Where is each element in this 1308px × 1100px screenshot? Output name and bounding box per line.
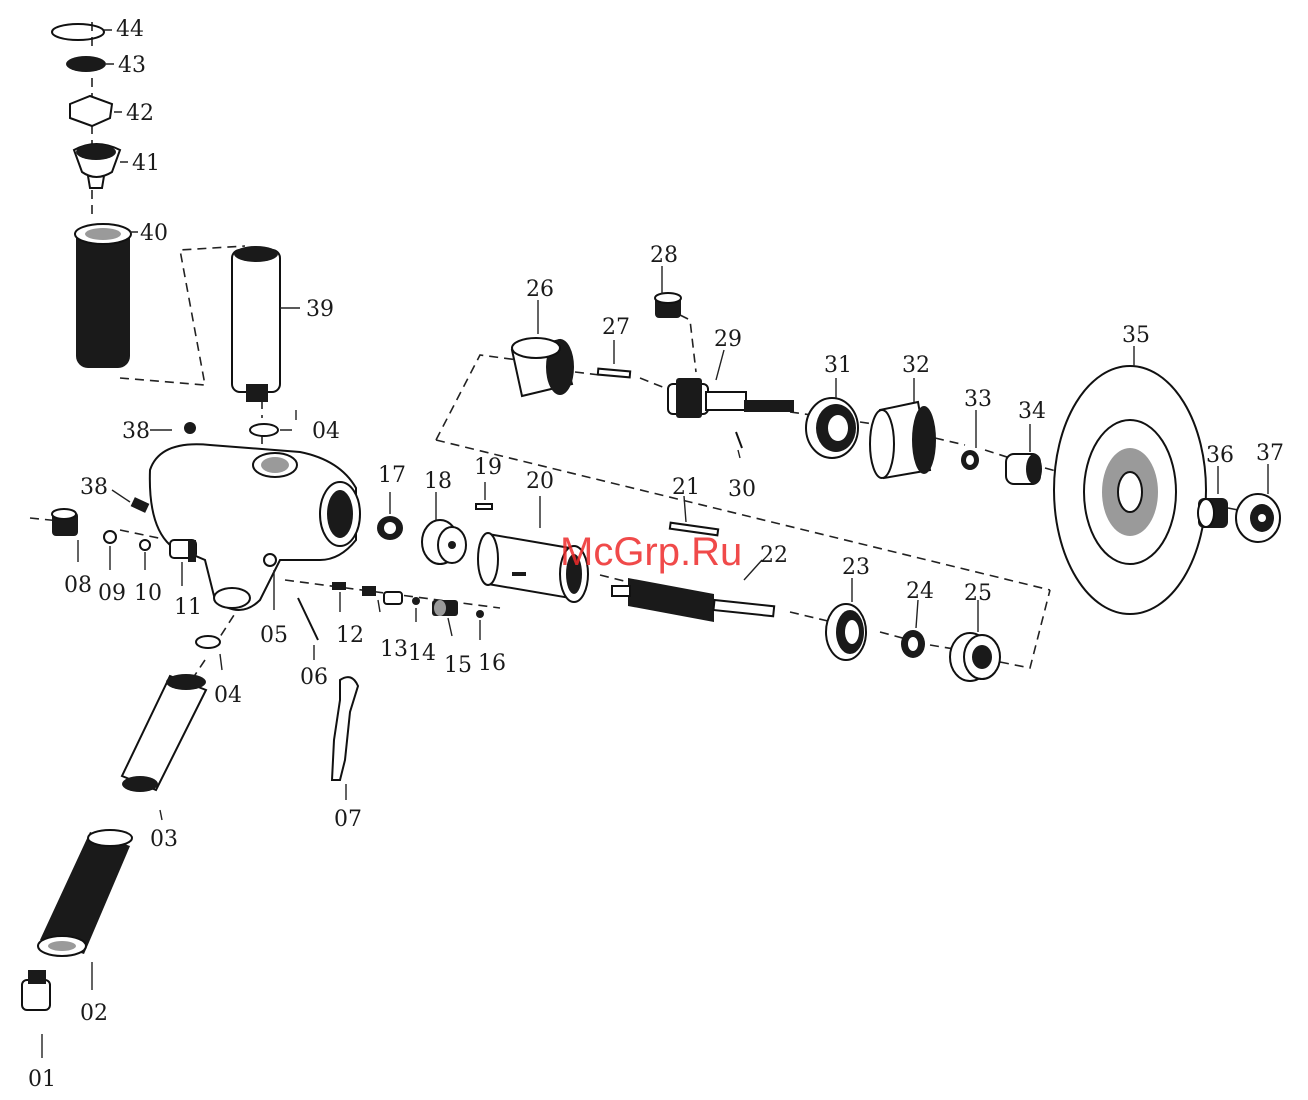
label-34: 34 (1018, 399, 1046, 424)
part-17-bearing (377, 516, 403, 540)
part-11-valve (170, 540, 196, 562)
part-07-lever (332, 677, 358, 780)
label-27: 27 (602, 315, 630, 340)
part-32-gear-housing (870, 402, 936, 478)
label-07: 07 (334, 807, 362, 832)
part-15-nut (432, 600, 458, 616)
part-31-bearing (806, 398, 858, 458)
part-22-rotor (612, 578, 774, 622)
label-44: 44 (116, 17, 144, 42)
part-13-valve-stem (362, 586, 376, 596)
part-08-plug (52, 509, 78, 536)
label-15: 15 (444, 653, 472, 678)
label-11: 11 (174, 595, 202, 620)
label-37: 37 (1256, 441, 1284, 466)
part-09-washer (104, 531, 116, 543)
label-38-top: 38 (122, 419, 150, 444)
part-03-tube (122, 674, 206, 792)
part-01-inlet (22, 970, 50, 1010)
part-44-snap-ring (52, 24, 104, 40)
label-05: 05 (260, 623, 288, 648)
label-13: 13 (380, 637, 408, 662)
part-33-washer (961, 450, 979, 470)
label-08: 08 (64, 573, 92, 598)
label-04-upper: 04 (312, 419, 340, 444)
label-35: 35 (1122, 323, 1150, 348)
label-38-side: 38 (80, 475, 108, 500)
part-12-spring (332, 582, 346, 590)
part-43-filter (66, 56, 106, 72)
label-06: 06 (300, 665, 328, 690)
label-16: 16 (478, 651, 506, 676)
part-29-spindle (668, 378, 794, 418)
part-04-o-ring (250, 424, 278, 436)
part-38-side-plug (131, 497, 150, 513)
label-41: 41 (132, 151, 160, 176)
part-36-nut (1198, 498, 1228, 528)
part-06-spring-pin (298, 598, 318, 640)
part-27-key (598, 369, 630, 378)
part-24-bearing (901, 630, 925, 658)
part-28-nut (655, 293, 681, 318)
label-17: 17 (378, 463, 406, 488)
label-29: 29 (714, 327, 742, 352)
part-02-grip (38, 830, 132, 956)
label-04-lower: 04 (214, 683, 242, 708)
part-23-bearing (826, 604, 866, 660)
label-40: 40 (140, 221, 168, 246)
label-22: 22 (760, 543, 788, 568)
label-21: 21 (672, 475, 700, 500)
part-16-screw (476, 610, 484, 618)
part-10-ball (140, 540, 150, 550)
label-36: 36 (1206, 443, 1234, 468)
label-42: 42 (126, 101, 154, 126)
label-09: 09 (98, 581, 126, 606)
label-26: 26 (526, 277, 554, 302)
part-18-end-plate (422, 520, 466, 564)
part-13-valve-body (384, 592, 402, 604)
label-32: 32 (902, 353, 930, 378)
part-37-flange (1236, 494, 1280, 542)
label-18: 18 (424, 469, 452, 494)
label-10: 10 (134, 581, 162, 606)
label-23: 23 (842, 555, 870, 580)
part-25-end-plate (950, 633, 1000, 681)
label-03: 03 (150, 827, 178, 852)
part-35-disc (1054, 366, 1206, 614)
part-40-grip-sleeve (76, 226, 130, 368)
label-14: 14 (408, 641, 436, 666)
part-26-housing-cap (512, 338, 574, 396)
part-42-block (70, 96, 112, 126)
watermark: McGrp.Ru (560, 530, 742, 574)
part-19-pin (476, 504, 492, 509)
label-31: 31 (824, 353, 852, 378)
label-33: 33 (964, 387, 992, 412)
label-20: 20 (526, 469, 554, 494)
label-02: 02 (80, 1001, 108, 1026)
label-19: 19 (474, 455, 502, 480)
label-28: 28 (650, 243, 678, 268)
label-01: 01 (28, 1067, 56, 1092)
part-38-plug (184, 422, 196, 434)
label-43: 43 (118, 53, 146, 78)
label-30: 30 (728, 477, 756, 502)
part-30-key (736, 432, 742, 448)
part-14-o-ring (412, 597, 420, 605)
part-34-collar (1006, 454, 1042, 484)
label-39: 39 (306, 297, 334, 322)
part-04-o-ring-lower (196, 636, 220, 648)
label-12: 12 (336, 623, 364, 648)
label-25: 25 (964, 581, 992, 606)
part-05-pin (264, 554, 276, 566)
label-24: 24 (906, 579, 934, 604)
part-39-tube (232, 250, 280, 392)
